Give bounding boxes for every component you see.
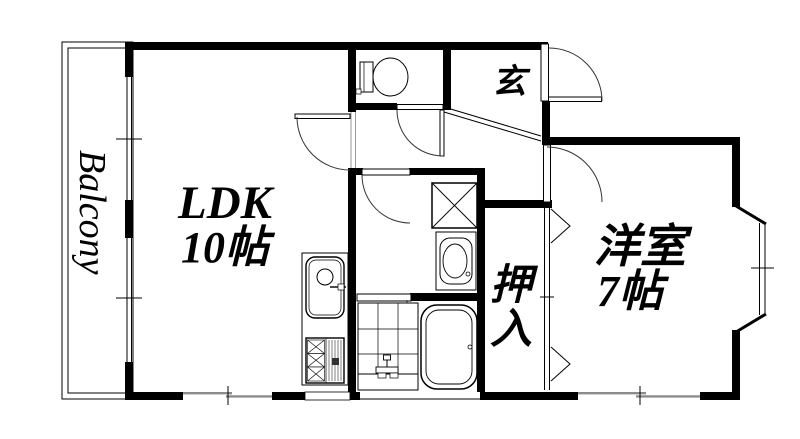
wall-washroom-top-a xyxy=(348,168,363,175)
kitchen-unit xyxy=(301,252,349,386)
wall-closet-top xyxy=(477,200,552,208)
wall-left-2 xyxy=(125,200,133,238)
ldk-door xyxy=(294,112,356,171)
entrance-step xyxy=(443,106,542,142)
toilet-door xyxy=(396,104,445,157)
wall-top xyxy=(125,42,548,50)
wall-left-1 xyxy=(125,42,133,77)
western-room-door xyxy=(543,144,603,203)
walls xyxy=(125,42,740,401)
entrance-label: 玄 xyxy=(492,63,531,101)
room-labels: Balcony LDK 10帖 玄 押 入 洋室 7帖 xyxy=(71,63,693,353)
wall-ldk-right-upper xyxy=(348,42,356,112)
wall-toilet-right xyxy=(443,42,451,110)
ldk-label: LDK xyxy=(177,177,275,229)
washroom-door xyxy=(361,168,411,224)
wall-bottom-1 xyxy=(125,392,183,400)
wall-bottom-2 xyxy=(272,392,305,400)
doors xyxy=(294,43,603,390)
washbasin-icon xyxy=(435,231,477,291)
closet-label-1: 押 xyxy=(490,263,539,309)
closet-chevron-top xyxy=(550,208,571,244)
wall-western-top xyxy=(542,137,740,145)
wall-entrance-right xyxy=(542,100,550,145)
shower-faucet-icon xyxy=(375,354,399,379)
wall-left-3 xyxy=(125,362,133,400)
window-ldk-bottom xyxy=(183,386,272,405)
wall-toilet-bottom xyxy=(348,103,397,110)
closet-chevron-bottom xyxy=(550,346,571,382)
wall-bottom-4 xyxy=(480,392,578,400)
wall-closet-left xyxy=(477,168,485,392)
washing-machine-pan-icon xyxy=(431,182,478,229)
front-door xyxy=(540,43,603,102)
ldk-size-label: 10帖 xyxy=(181,223,276,272)
wall-washroom-top-b xyxy=(409,168,480,175)
closet-label-2: 入 xyxy=(490,307,532,353)
window-balcony-2 xyxy=(116,238,142,362)
wall-bottom-5 xyxy=(700,392,740,400)
bathtub-icon xyxy=(420,304,478,390)
western-room-size-label: 7帖 xyxy=(597,267,670,316)
bay-window xyxy=(735,204,774,334)
window-western-bottom xyxy=(578,386,700,405)
windows xyxy=(116,77,774,405)
wall-bottom-3 xyxy=(350,392,360,400)
wall-right-lower xyxy=(732,330,740,400)
kitchen-sink-icon xyxy=(305,256,346,319)
closet-sliding-door xyxy=(540,208,571,390)
wall-kitchen-gap xyxy=(304,391,351,401)
stove-knob xyxy=(332,358,339,365)
stove-icon xyxy=(305,337,345,384)
wall-right-upper xyxy=(732,137,740,207)
balcony-label: Balcony xyxy=(71,150,113,275)
wall-ldk-right-lower xyxy=(348,168,356,392)
wall-bath-divider xyxy=(410,293,477,301)
window-balcony-1 xyxy=(116,77,142,200)
toilet-fixture-icon xyxy=(355,57,409,97)
western-room-label: 洋室 xyxy=(594,221,693,272)
fixtures xyxy=(301,57,478,391)
shower-area xyxy=(357,302,419,391)
